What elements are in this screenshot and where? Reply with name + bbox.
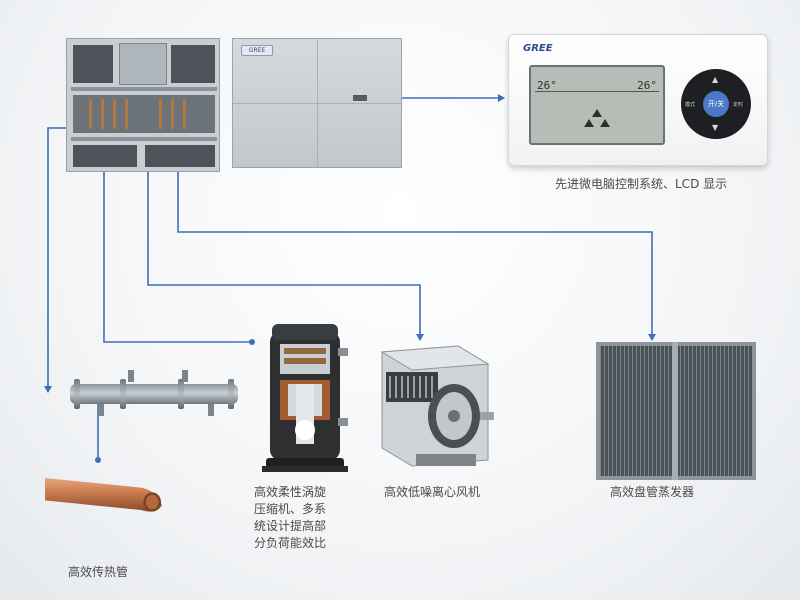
heat-pipe-caption: 高效传热管 [68,565,129,579]
indoor-unit-open-view [66,38,220,172]
unit-port [353,95,367,101]
fan-caption: 高效低噪离心风机 [384,485,481,499]
dot-compressor [249,339,255,345]
down-arrow-icon[interactable]: ▼ [712,123,719,132]
dot-copper [95,457,101,463]
timer-button[interactable]: 定时 [733,102,744,108]
gree-logo: GREE [241,45,273,56]
controller-brand: GREE [523,43,553,54]
unit-fan-housing [119,43,167,85]
compressor-connector [103,160,252,343]
lcd-display: 26° 26° [529,65,665,145]
lcd-right-temp: 26° [637,79,657,92]
wired-controller: GREE 26° 26° 开/关 ▲ ▼ 模式 定时 [508,34,768,166]
arrow-fan [416,334,424,341]
coil-evaporator [596,342,756,480]
heat-exchanger-shell [70,370,238,416]
evaporator-caption: 高效盘管蒸发器 [610,485,695,499]
mode-button[interactable]: 模式 [685,102,696,108]
up-arrow-icon[interactable]: ▲ [712,75,719,84]
power-button[interactable]: 开/关 [703,91,729,117]
control-pad[interactable]: 开/关 ▲ ▼ 模式 定时 [681,69,751,139]
compressor-caption: 高效柔性涡旋 压缩机、多系 统设计提高部 分负荷能效比 [254,485,327,550]
arrow-evaporator [648,334,656,341]
fan-speed-icon [584,109,610,127]
copper-heat-tube [45,478,162,512]
indoor-unit-closed-view: GREE [232,38,402,168]
centrifugal-fan [380,345,494,467]
controller-caption: 先进微电脑控制系统、LCD 显示 [555,177,728,191]
arrow-controller [498,94,505,102]
lcd-left-temp: 26° [537,79,557,92]
scroll-compressor [262,324,348,472]
arrow-heat-pipe [44,386,52,393]
